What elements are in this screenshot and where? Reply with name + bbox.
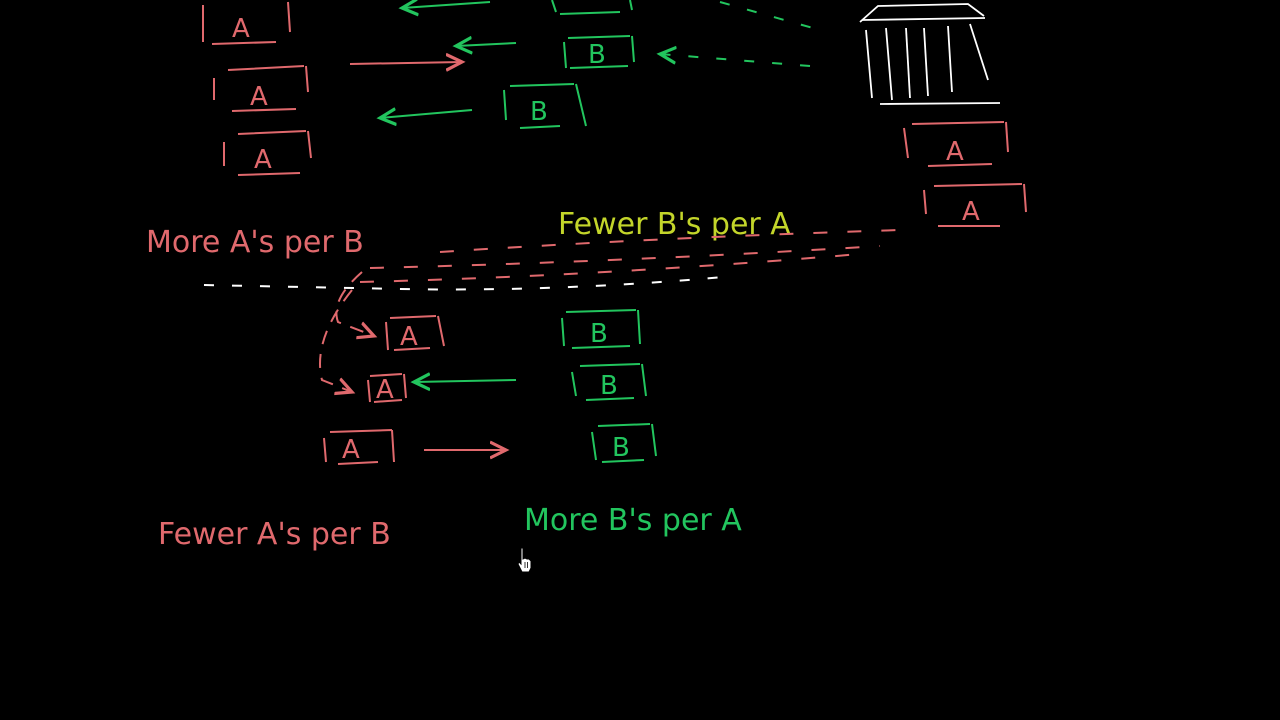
- top-b-box-3: B: [503, 83, 587, 129]
- top-b-box-2-label: B: [588, 40, 606, 70]
- top-green-arrow-2: [456, 43, 517, 46]
- lower-b-box-2-label: B: [600, 371, 618, 401]
- lower-b-box-3-label: B: [612, 433, 630, 463]
- lower-b-box-3: B: [591, 423, 657, 463]
- top-a-box-2-label: A: [250, 82, 268, 112]
- lower-b-box-1-label: B: [590, 319, 608, 349]
- red-curved-arrow-1: [335, 271, 374, 336]
- lower-a-box-3: A: [323, 429, 395, 465]
- lower-a-box-2-label: A: [376, 375, 394, 405]
- lower-b-box-2: B: [571, 363, 647, 401]
- more-b-per-a-label: More B's per A: [524, 503, 742, 538]
- top-red-arrow: [349, 62, 462, 64]
- top-green-arrow-3: [380, 110, 473, 118]
- top-b-box-2: B: [563, 35, 635, 70]
- red-dashed-curve-2: [369, 245, 881, 269]
- bank-a-box-2: A: [923, 183, 1027, 227]
- fewer-a-per-b-label: Fewer A's per B: [158, 517, 391, 552]
- lower-green-arrow: [414, 380, 517, 382]
- bank-a-box-1-label: A: [946, 137, 964, 167]
- more-a-per-b-label: More A's per B: [146, 225, 364, 260]
- top-a-box-1: A: [202, 1, 291, 45]
- lower-a-box-1: A: [385, 315, 445, 352]
- red-dashed-curve-3: [359, 253, 861, 283]
- lower-a-box-1-label: A: [400, 322, 418, 352]
- top-a-box-1-label: A: [232, 14, 250, 44]
- lower-a-box-2: A: [367, 373, 407, 405]
- lower-b-box-1: B: [561, 309, 641, 349]
- top-b-box-3-label: B: [530, 97, 548, 127]
- lower-a-box-3-label: A: [342, 435, 360, 465]
- top-a-box-3: A: [223, 130, 312, 176]
- fewer-b-per-a-label: Fewer B's per A: [558, 207, 791, 242]
- red-curved-arrow-2: [319, 289, 352, 392]
- top-a-box-2: A: [213, 65, 309, 112]
- bank-building-icon: [859, 3, 1001, 105]
- bank-a-box-2-label: A: [962, 197, 980, 227]
- hand-pointer-cursor-icon: [517, 547, 532, 573]
- white-dashed-divider: [203, 275, 736, 291]
- top-b-box-1: [551, 0, 633, 15]
- top-green-arrow-1: [402, 2, 491, 8]
- bank-a-box-1: A: [903, 121, 1009, 167]
- dashed-green-line-1: [719, 1, 821, 31]
- dashed-green-arrow: [660, 54, 811, 67]
- top-a-box-3-label: A: [254, 145, 272, 175]
